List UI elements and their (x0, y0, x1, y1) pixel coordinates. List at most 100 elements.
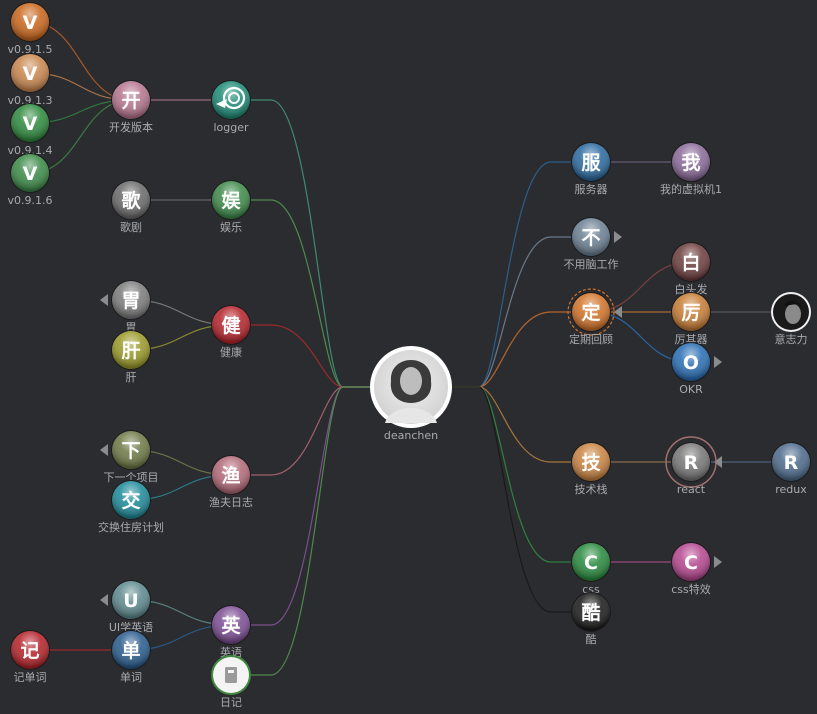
node-yizhi[interactable]: 意志力 (771, 292, 811, 346)
node-v014[interactable]: Vv0.9.1.4 (8, 103, 53, 157)
node-label: 渔夫日志 (209, 496, 253, 509)
node-glyph: R (684, 452, 699, 474)
node-jiankang[interactable]: 健健康 (211, 305, 251, 359)
node-glyph: 胃 (121, 290, 140, 312)
node-gan[interactable]: 肝肝 (111, 330, 151, 384)
face-shape (400, 367, 422, 395)
portrait-face (785, 304, 801, 324)
node-label: 技术栈 (575, 482, 608, 496)
edge-root-n_css (451, 386, 571, 563)
edge-root-n_logger (251, 99, 371, 388)
node-glyph: V (23, 12, 38, 34)
node-gloss (11, 3, 49, 41)
highlight-ring (665, 436, 717, 488)
node-glyph: 健 (221, 314, 240, 337)
node-gloss (572, 143, 610, 181)
node-glyph: 不 (581, 227, 600, 249)
edge-root-n_jishu (451, 386, 571, 463)
node-gloss (672, 293, 710, 331)
node-v013[interactable]: Vv0.9.1.3 (8, 53, 53, 107)
node-gloss (212, 606, 250, 644)
root-node[interactable]: deanchen (370, 346, 452, 442)
edge-root-n_jiankang (251, 324, 371, 388)
node-riji[interactable]: 日记 (211, 655, 251, 709)
node-gloss (112, 581, 150, 619)
notebook-shape (225, 667, 237, 683)
node-glyph: V (23, 113, 38, 135)
selection-ring (567, 288, 615, 336)
node-glyph: 娱 (221, 189, 241, 212)
collapse-toggle-icon[interactable] (614, 231, 622, 243)
node-glyph: 技 (581, 451, 601, 474)
node-geju[interactable]: 歌歌剧 (111, 180, 151, 234)
node-gloss (572, 443, 610, 481)
collapse-toggle-icon[interactable] (100, 294, 108, 306)
node-label: 健康 (220, 345, 242, 359)
node-gloss (112, 181, 150, 219)
node-label: 英语 (220, 645, 242, 659)
collapse-toggle-icon[interactable] (614, 306, 622, 318)
collapse-toggle-icon[interactable] (714, 456, 722, 468)
collapse-toggle-icon[interactable] (714, 356, 722, 368)
node-label: v0.9.1.4 (8, 144, 53, 157)
node-glyph: 记 (20, 640, 39, 662)
node-glyph: 歌 (121, 189, 141, 212)
node-gloss (212, 181, 250, 219)
node-glyph: V (23, 63, 38, 85)
node-v016[interactable]: Vv0.9.1.6 (8, 153, 53, 207)
node-label: 肝 (126, 371, 137, 384)
node-ku[interactable]: 酷酷 (571, 592, 611, 646)
node-glyph: U (123, 590, 138, 612)
node-gloss (672, 243, 710, 281)
collapse-toggle-icon[interactable] (714, 556, 722, 568)
node-label: 日记 (220, 696, 242, 709)
node-gloss (672, 443, 710, 481)
node-gloss (212, 456, 250, 494)
node-ying[interactable]: 英英语 (211, 605, 251, 659)
node-glyph: 交 (121, 489, 140, 512)
node-label: react (677, 483, 706, 496)
node-label: 定期回顾 (569, 332, 613, 346)
nodes-layer: deanchenVv0.9.1.5Vv0.9.1.3Vv0.9.1.4Vv0.9… (8, 2, 811, 709)
node-gloss (11, 631, 49, 669)
node-v015[interactable]: Vv0.9.1.5 (8, 2, 53, 56)
collapse-toggle-icon[interactable] (100, 444, 108, 456)
target-inner (228, 92, 240, 104)
node-wei[interactable]: 胃胃 (111, 280, 151, 334)
node-logger[interactable]: logger (211, 80, 251, 134)
node-yule[interactable]: 娱娱乐 (211, 180, 251, 234)
node-label: 白头发 (675, 282, 708, 296)
node-gloss (11, 54, 49, 92)
collapse-arrows-layer (100, 231, 722, 606)
node-glyph: 白 (681, 251, 700, 274)
node-label: redux (775, 483, 807, 496)
node-glyph: V (23, 163, 38, 185)
node-label: css特效 (671, 582, 711, 596)
node-gloss (572, 543, 610, 581)
node-label: v0.9.1.3 (8, 94, 53, 107)
collapse-toggle-icon[interactable] (100, 594, 108, 606)
node-dan[interactable]: 单单词 (111, 630, 151, 684)
node-label: OKR (679, 383, 703, 396)
node-label: v0.9.1.6 (8, 194, 53, 207)
edge-root-n_ku (451, 386, 571, 613)
